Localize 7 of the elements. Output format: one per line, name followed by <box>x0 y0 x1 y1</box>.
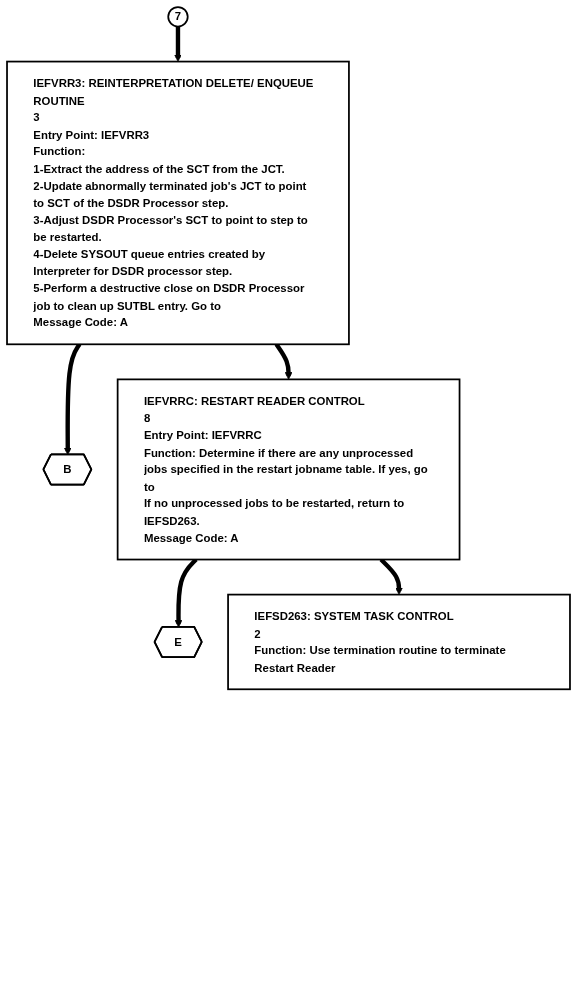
arrow <box>174 26 182 62</box>
node-box: IEFVRRC: RESTART READER CONTROL 8 Entry Point: IEFVRRC Function: Determine if there are any unprocessed jobs specified in the restart jobname table. If yes, go to If no unprocessed jobs to be restarted, return to IEFSD263. Message Code: A <box>116 378 461 561</box>
node-box: IEFVRR3: REINTERPRETATION DELETE/ ENQUEUE ROUTINE 3 Entry Point: IEFVRR3 Function: 1-Extract the address of the SCT from the JCT. 2-Update abnormally terminated job's JCT to point to SCT of the DSDR Processor step. 3-Adjust DSDR Processor's SCT to point to step to be restarted. 4-Delete SYSOUT queue entries created by Interpreter for DSDR processor step. 5-Perform a destructive close on DSDR Processor job to clean up SUTBL entry. Go to Message Code: A <box>6 60 350 346</box>
node-circle: 7 <box>167 6 189 28</box>
arrow <box>63 343 82 456</box>
node-box: IEFSD263: SYSTEM TASK CONTROL 2 Function: Use termination routine to terminate Restart Reader <box>227 593 571 691</box>
arrow <box>274 343 293 380</box>
